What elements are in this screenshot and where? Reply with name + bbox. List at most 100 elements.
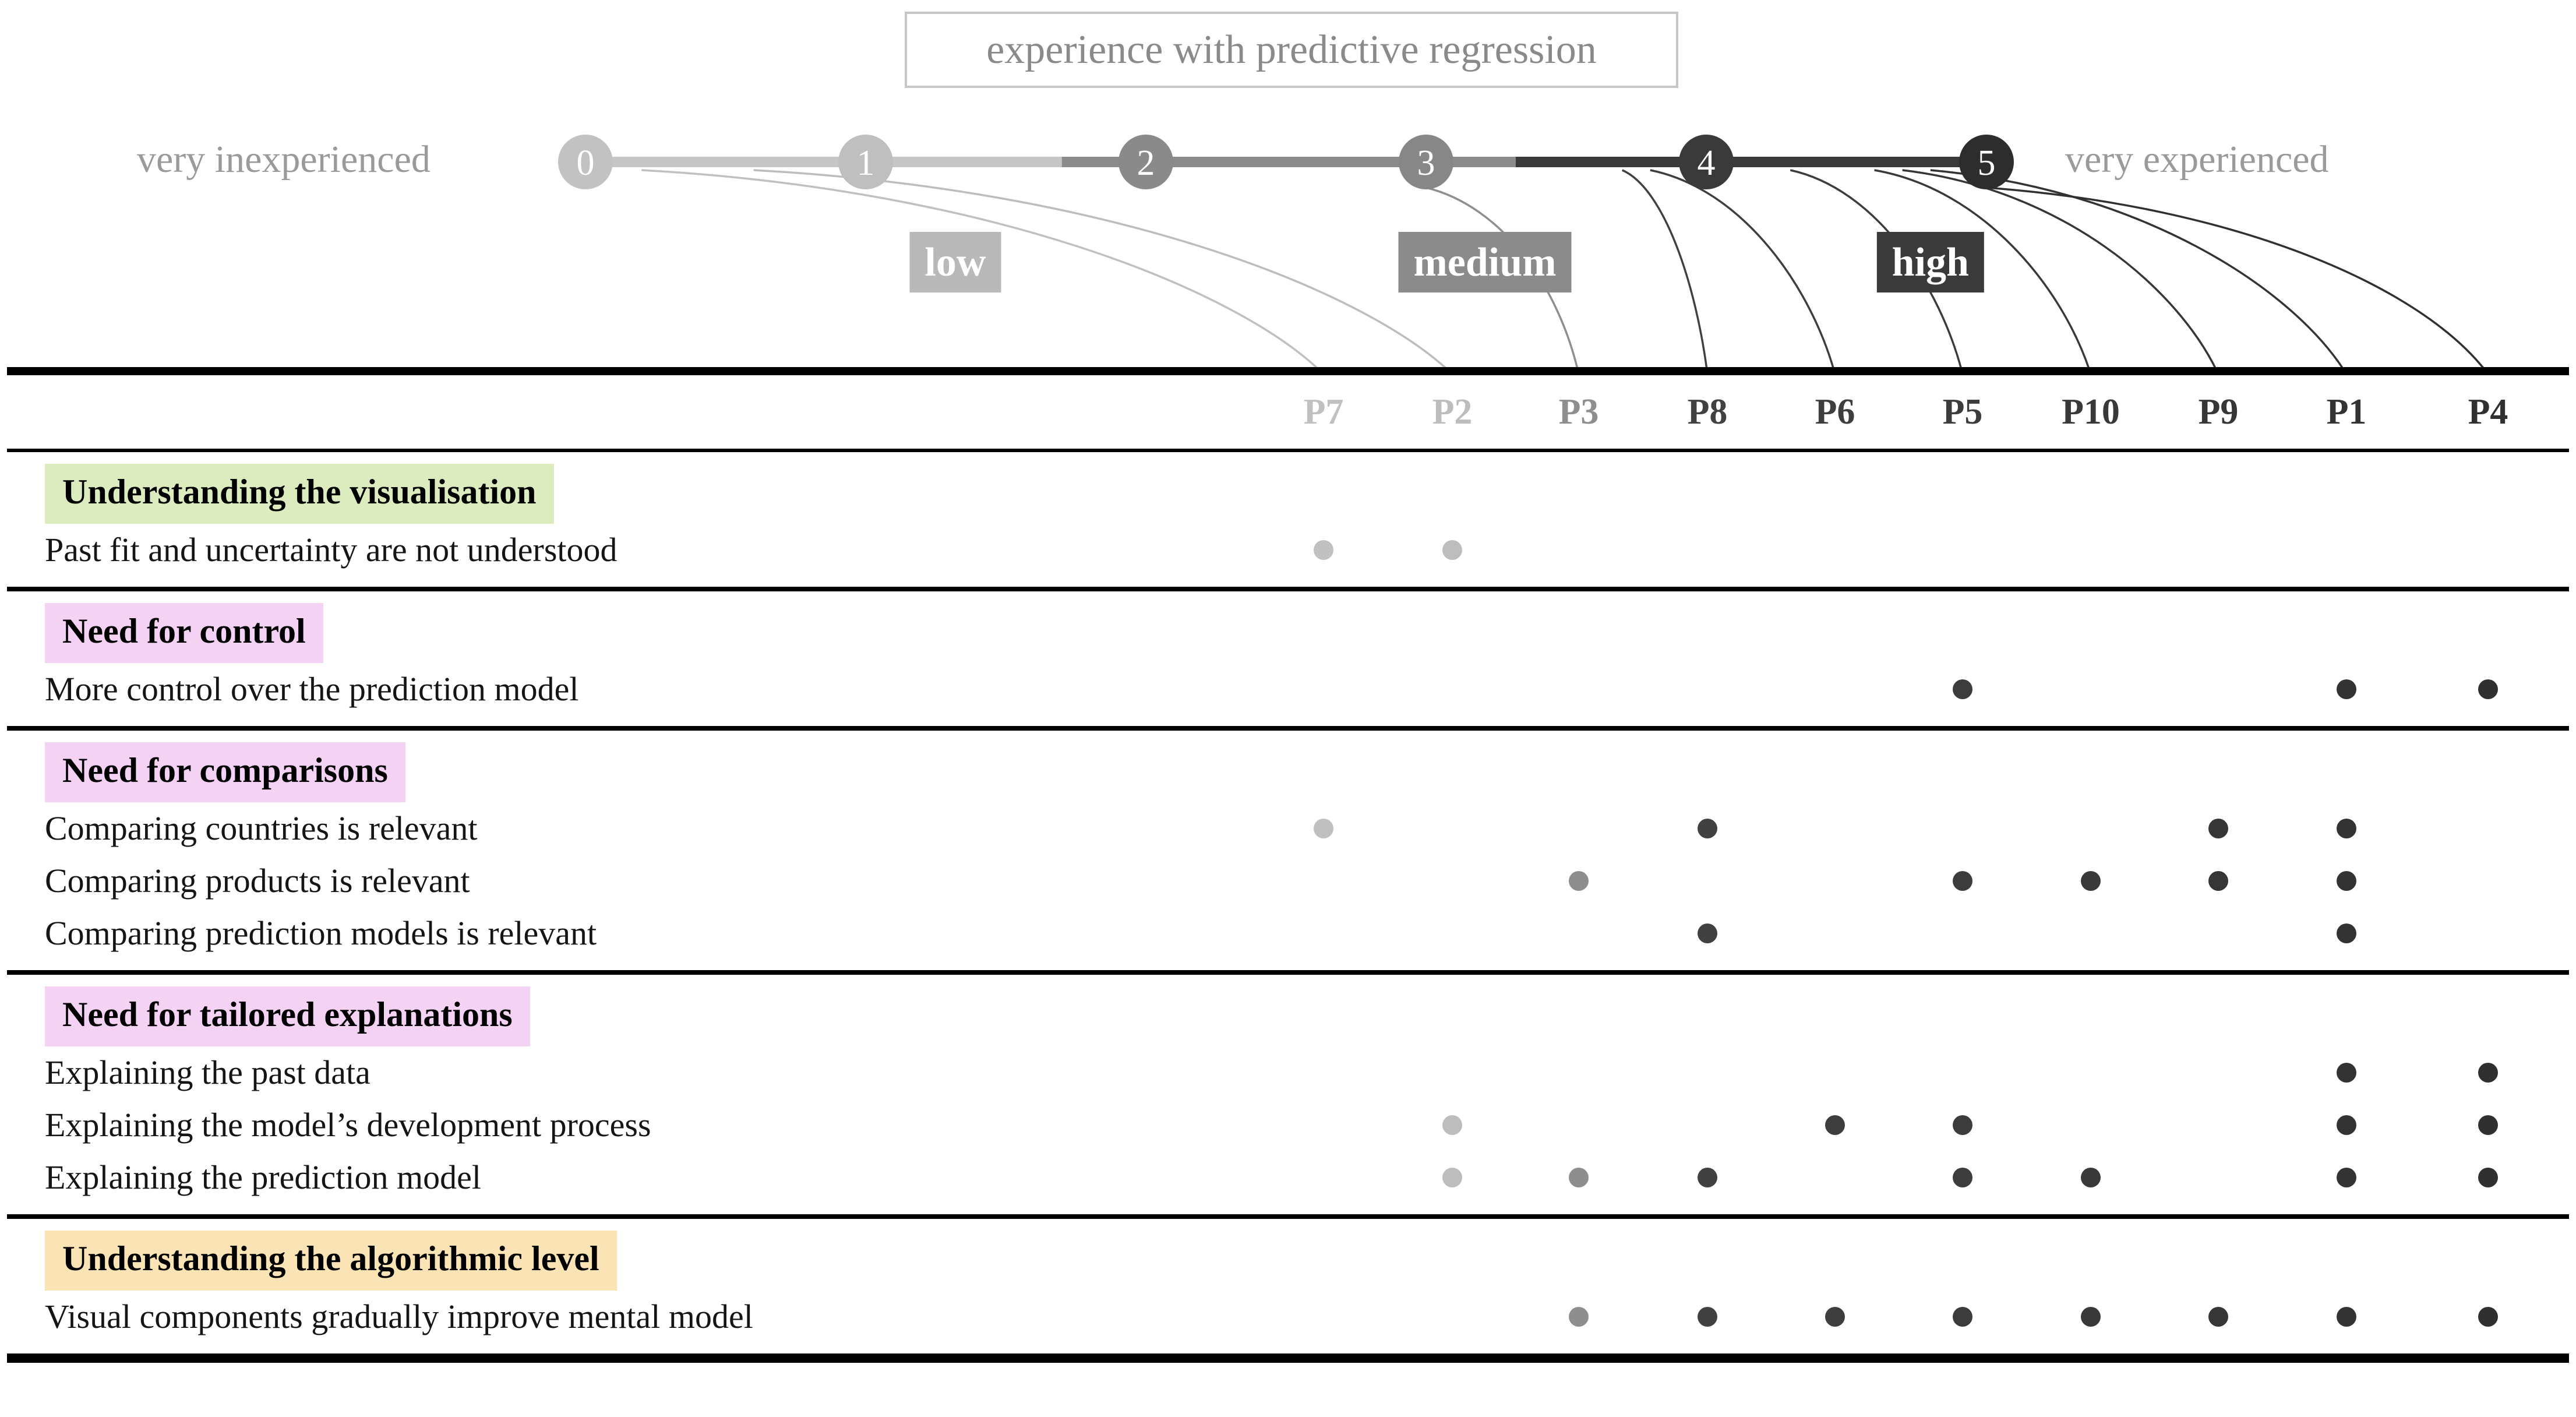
dot-P10 — [2081, 1307, 2101, 1327]
participant-P2: P2 — [1432, 392, 1473, 432]
section-title-wrap: Need for comparisons — [0, 742, 2576, 802]
row-label: Explaining the prediction model — [45, 1158, 481, 1196]
row-label: Comparing prediction models is relevant — [45, 914, 597, 952]
dot-P4 — [2478, 1115, 2498, 1135]
matrix-row: Explaining the past data — [0, 1046, 2576, 1099]
dot-P9 — [2208, 819, 2228, 838]
table-top-rule — [7, 367, 2569, 375]
matrix-row: Visual components gradually improve ment… — [0, 1291, 2576, 1343]
dot-P10 — [2081, 871, 2101, 891]
section-title-wrap: Need for control — [0, 603, 2576, 663]
curve-P2 — [753, 169, 1453, 375]
dot-P4 — [2478, 1168, 2498, 1187]
section-title: Need for tailored explanations — [45, 986, 530, 1046]
scale-min-label: very inexperienced — [137, 138, 430, 181]
dot-P6 — [1825, 1307, 1845, 1327]
dot-P1 — [2337, 1115, 2356, 1135]
dot-P3 — [1569, 871, 1589, 891]
scale-max-label: very experienced — [2065, 138, 2329, 181]
participant-P3: P3 — [1558, 392, 1599, 432]
participant-P6: P6 — [1815, 392, 1855, 432]
matrix-row: Comparing products is relevant — [0, 855, 2576, 907]
dot-P9 — [2208, 1307, 2228, 1327]
row-label: More control over the prediction model — [45, 670, 579, 708]
dot-P7 — [1314, 540, 1333, 560]
scale-title: experience with predictive regression — [905, 12, 1678, 88]
matrix-row: Past fit and uncertainty are not underst… — [0, 524, 2576, 576]
dot-P9 — [2208, 871, 2228, 891]
table-bottom-rule — [7, 1353, 2569, 1363]
section-title: Understanding the visualisation — [45, 464, 554, 524]
curve-P10 — [1874, 169, 2092, 375]
dot-P5 — [1953, 679, 1972, 699]
scale-tick-label: 3 — [1417, 143, 1435, 183]
dot-P1 — [2337, 679, 2356, 699]
dot-P7 — [1314, 819, 1333, 838]
matrix-row: Comparing countries is relevant — [0, 802, 2576, 855]
curve-P4 — [1986, 186, 2489, 375]
section-title: Understanding the algorithmic level — [45, 1231, 617, 1291]
participant-P10: P10 — [2062, 392, 2120, 432]
curve-P6 — [1650, 169, 1836, 375]
dot-P2 — [1442, 540, 1462, 560]
dot-P5 — [1953, 1307, 1972, 1327]
scale-tick-circle-3 — [1399, 135, 1453, 189]
scale-tick-circle-2 — [1118, 135, 1173, 189]
participant-P7: P7 — [1303, 392, 1344, 432]
participant-P8: P8 — [1687, 392, 1728, 432]
curve-P9 — [1902, 169, 2219, 375]
scale-tick-label: 1 — [857, 143, 875, 183]
dot-P8 — [1698, 923, 1717, 943]
dot-P1 — [2337, 871, 2356, 891]
section-title-wrap: Understanding the algorithmic level — [0, 1231, 2576, 1291]
curve-P7 — [641, 169, 1325, 375]
dot-P2 — [1442, 1115, 1462, 1135]
band-high: high — [1876, 232, 1984, 292]
section-divider — [7, 726, 2569, 731]
row-label: Past fit and uncertainty are not underst… — [45, 531, 617, 569]
dot-P3 — [1569, 1168, 1589, 1187]
dot-P8 — [1698, 819, 1717, 838]
participant-P1: P1 — [2326, 392, 2367, 432]
band-low: low — [909, 232, 1001, 292]
section-title: Need for control — [45, 603, 323, 663]
dot-P1 — [2337, 1307, 2356, 1327]
scale-tick-label: 2 — [1137, 143, 1155, 183]
matrix-row: Comparing prediction models is relevant — [0, 907, 2576, 960]
row-label: Explaining the past data — [45, 1053, 370, 1091]
scale-tick-circle-0 — [558, 135, 613, 189]
dot-P8 — [1698, 1307, 1717, 1327]
matrix-row: Explaining the model’s development proce… — [0, 1099, 2576, 1151]
scale-line-segment — [585, 157, 1062, 167]
section-divider — [7, 587, 2569, 591]
dot-P1 — [2337, 1168, 2356, 1187]
dot-P4 — [2478, 1307, 2498, 1327]
row-label: Visual components gradually improve ment… — [45, 1298, 753, 1335]
dot-P4 — [2478, 679, 2498, 699]
matrix-row: More control over the prediction model — [0, 663, 2576, 715]
participant-P9: P9 — [2198, 392, 2239, 432]
dot-P10 — [2081, 1168, 2101, 1187]
section-divider — [7, 1214, 2569, 1219]
curve-P1 — [1930, 169, 2348, 375]
section-title-wrap: Need for tailored explanations — [0, 986, 2576, 1046]
matrix-row: Explaining the prediction model — [0, 1151, 2576, 1204]
row-label: Comparing countries is relevant — [45, 809, 478, 847]
scale-tick-circle-5 — [1959, 135, 2014, 189]
dot-P1 — [2337, 819, 2356, 838]
dot-P8 — [1698, 1168, 1717, 1187]
dot-P2 — [1442, 1168, 1462, 1187]
row-label: Explaining the model’s development proce… — [45, 1106, 651, 1144]
dot-P6 — [1825, 1115, 1845, 1135]
header-bottom-rule — [7, 449, 2569, 452]
band-medium: medium — [1398, 232, 1572, 292]
scale-tick-label: 5 — [1978, 143, 1996, 183]
participant-P4: P4 — [2468, 392, 2508, 432]
